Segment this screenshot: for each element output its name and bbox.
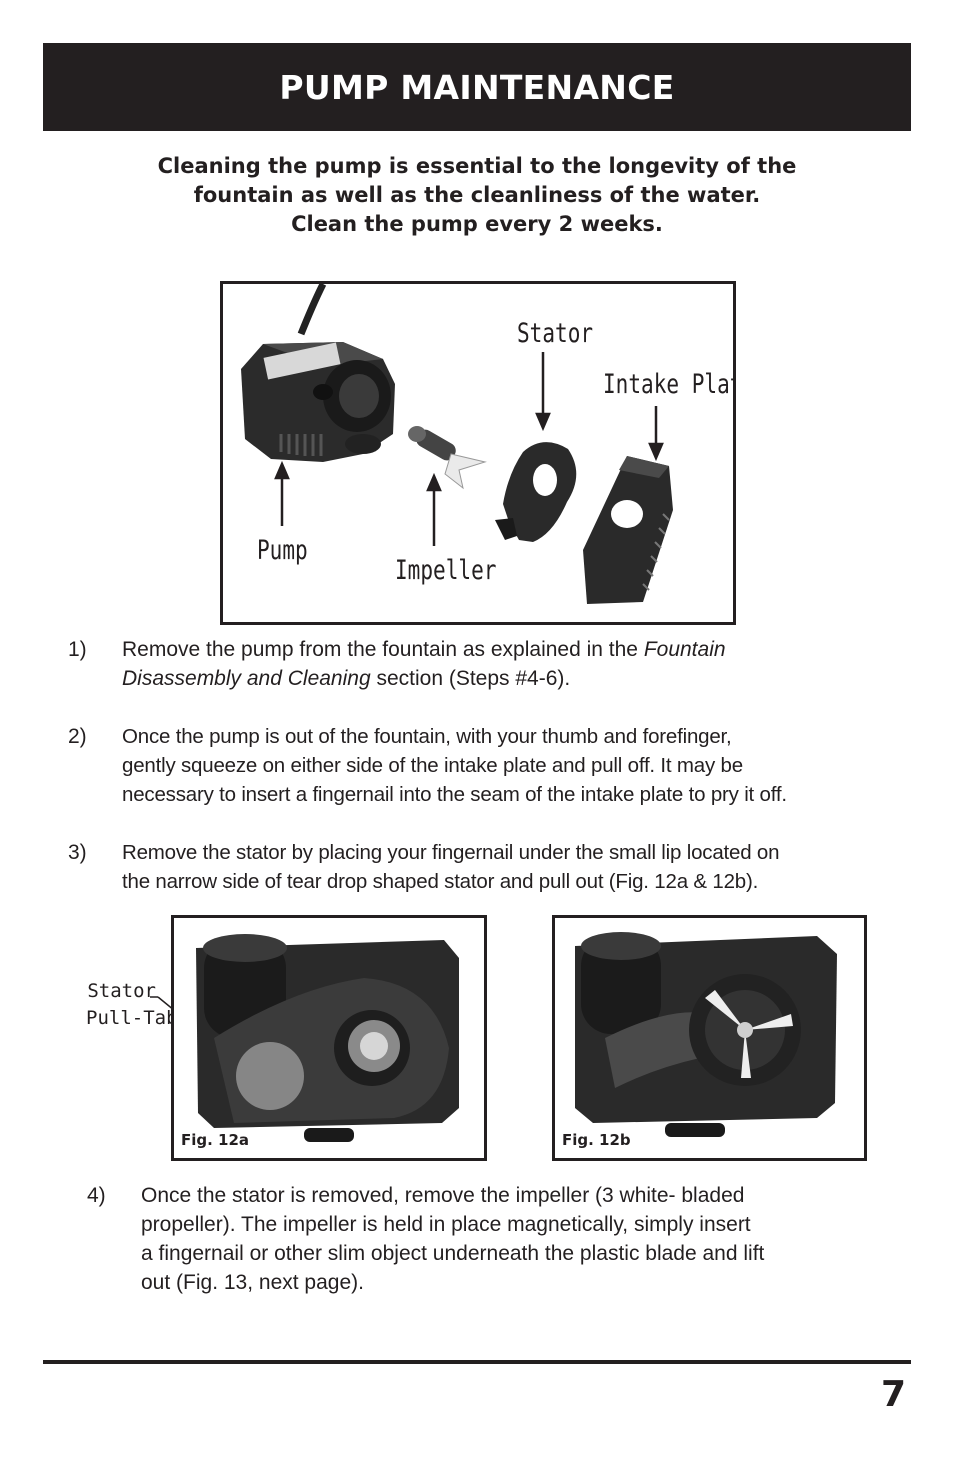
step-number: 2)	[68, 725, 87, 748]
stator-part	[495, 442, 577, 542]
callout-line: Stator	[87, 980, 156, 1002]
step-number: 4)	[87, 1184, 106, 1207]
step-line: the narrow side of tear drop shaped stat…	[122, 870, 759, 893]
step-2: 2) Once the pump is out of the fountain,…	[68, 722, 888, 812]
intro-line: fountain as well as the cleanliness of t…	[193, 183, 761, 207]
intro-line: Cleaning the pump is essential to the lo…	[157, 154, 797, 178]
figure-12b: Fig. 12b	[552, 915, 867, 1161]
fig-12b-photo	[555, 918, 864, 1158]
step-line: Once the stator is removed, remove the i…	[141, 1184, 745, 1207]
pump-cord	[297, 284, 327, 336]
step-text: Once the stator is removed, remove the i…	[141, 1181, 764, 1297]
step-line: a fingernail or other slim object undern…	[141, 1242, 765, 1265]
callout-line: Pull-Tab	[86, 1007, 178, 1029]
intro-text: Cleaning the pump is essential to the lo…	[60, 152, 894, 239]
step-line: necessary to insert a fingernail into th…	[122, 783, 787, 806]
step-text-run: section (Steps #4-6).	[370, 667, 571, 690]
figure-caption: Fig. 12b	[562, 1131, 631, 1149]
page-number: 7	[880, 1374, 906, 1415]
step-3: 3) Remove the stator by placing your fin…	[68, 838, 888, 898]
step-1: 1) Remove the pump from the fountain as …	[68, 635, 888, 695]
figure-caption: Fig. 12a	[181, 1131, 250, 1149]
section-reference: Disassembly and Cleaning	[122, 667, 371, 690]
intro-line: Clean the pump every 2 weeks.	[291, 212, 663, 236]
callout-arrows	[274, 352, 664, 546]
pump-parts-illustration	[241, 284, 673, 604]
figure-12a: Fig. 12a	[171, 915, 487, 1161]
title-bar: PUMP MAINTENANCE	[43, 43, 911, 131]
step-number: 3)	[68, 841, 87, 864]
step-line: gently squeeze on either side of the int…	[122, 754, 743, 777]
step-line: Once the pump is out of the fountain, wi…	[122, 725, 732, 748]
step-line: propeller). The impeller is held in plac…	[141, 1213, 751, 1236]
step-4: 4) Once the stator is removed, remove th…	[87, 1181, 887, 1301]
fig-12a-photo	[174, 918, 484, 1158]
step-line: Remove the stator by placing your finger…	[122, 841, 780, 864]
step-line: out (Fig. 13, next page).	[141, 1271, 364, 1294]
stator-label: Stator	[517, 318, 594, 349]
stator-pull-tab-label: Stator Pull-Tab	[86, 978, 178, 1032]
page-title: PUMP MAINTENANCE	[279, 67, 675, 107]
pump-body	[241, 342, 395, 462]
impeller-part	[408, 426, 487, 490]
intake-plate-label: Intake Plate	[603, 369, 733, 400]
step-text-run: Remove the pump from the fountain as exp…	[122, 638, 644, 661]
intake-plate-part	[583, 456, 673, 604]
step-text: Once the pump is out of the fountain, wi…	[122, 722, 787, 809]
step-text: Remove the pump from the fountain as exp…	[122, 635, 726, 693]
step-number: 1)	[68, 638, 87, 661]
section-reference: Fountain	[643, 638, 726, 661]
pump-parts-diagram: Stator Intake Plate Pump Impeller	[220, 281, 736, 625]
pump-label: Pump	[257, 535, 308, 566]
impeller-label: Impeller	[395, 555, 497, 586]
step-text: Remove the stator by placing your finger…	[122, 838, 780, 896]
footer-rule	[43, 1360, 911, 1364]
